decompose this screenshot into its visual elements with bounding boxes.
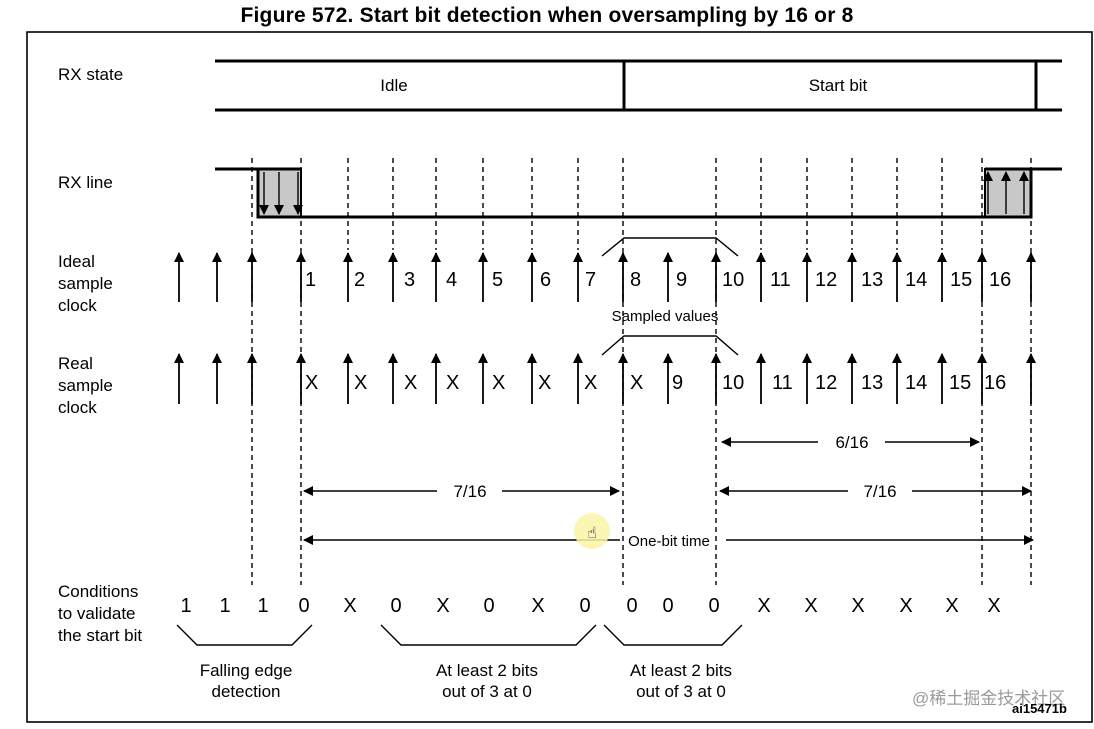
figure-id: ai15471b: [1012, 701, 1067, 716]
real-sample-label: 16: [984, 372, 1006, 394]
first-majority-brace: At least 2 bits out of 3 at 0: [380, 624, 597, 701]
conditions-label-3: the start bit: [58, 626, 142, 645]
real-sample-label: 11: [772, 372, 793, 394]
real-clock-label-2: sample: [58, 376, 113, 395]
real-sample-label: X: [584, 372, 597, 394]
measurement-7-16-right: 7/16: [719, 482, 1032, 501]
falling-edge-label-1: Falling edge: [200, 661, 293, 680]
ideal-clock-label-3: clock: [58, 296, 97, 315]
condition-value: X: [804, 595, 817, 617]
condition-value: X: [851, 595, 864, 617]
real-sample-label: 9: [672, 372, 683, 394]
one-bit-time-label: One-bit time: [628, 533, 710, 550]
ideal-sample-label: 8: [630, 269, 641, 291]
mouse-cursor-highlight: ☝: [574, 513, 610, 549]
second-majority-label-2: out of 3 at 0: [636, 682, 726, 701]
ideal-sample-label: 5: [492, 269, 503, 291]
condition-value: X: [757, 595, 770, 617]
ideal-sample-label: 14: [905, 269, 927, 291]
ideal-sample-label: 4: [446, 269, 457, 291]
seven-sixteenths-left-label: 7/16: [453, 482, 486, 501]
measurement-7-16-left: 7/16: [303, 482, 620, 501]
real-sample-label: X: [630, 372, 643, 394]
condition-value: X: [945, 595, 958, 617]
ideal-sample-label: 11: [770, 269, 791, 291]
condition-value: 0: [579, 595, 590, 617]
real-sample-label: X: [538, 372, 551, 394]
conditions-label-1: Conditions: [58, 582, 138, 601]
condition-value: 0: [708, 595, 719, 617]
real-sample-label: 13: [861, 372, 883, 394]
measurement-6-16: 6/16: [721, 433, 980, 452]
real-sample-labels: X X X X X X X X 9 10 11 12 13 14 15 16: [305, 372, 1006, 394]
sampled-values-label: Sampled values: [612, 308, 719, 325]
conditions-label-2: to validate: [58, 604, 136, 623]
sampled-values-bracket: Sampled values: [601, 237, 739, 356]
second-majority-label-1: At least 2 bits: [630, 661, 732, 680]
conditions-values: 1 1 1 0 X 0 X 0 X 0 0 0 0 X X X X X X: [180, 595, 1000, 617]
ideal-sample-label: 16: [989, 269, 1011, 291]
second-majority-brace: At least 2 bits out of 3 at 0: [603, 624, 743, 701]
condition-value: 1: [180, 595, 191, 617]
rx-state-bus: Idle Start bit: [215, 59, 1062, 112]
first-majority-label-1: At least 2 bits: [436, 661, 538, 680]
condition-value: 0: [626, 595, 637, 617]
rx-line-waveform: [215, 167, 1062, 219]
condition-value: X: [343, 595, 356, 617]
condition-value: X: [899, 595, 912, 617]
ideal-clock-label-2: sample: [58, 274, 113, 293]
first-majority-label-2: out of 3 at 0: [442, 682, 532, 701]
condition-value: X: [987, 595, 1000, 617]
real-sample-label: X: [354, 372, 367, 394]
rx-line-label: RX line: [58, 173, 113, 192]
condition-value: 0: [483, 595, 494, 617]
condition-value: 0: [390, 595, 401, 617]
real-clock-label-3: clock: [58, 398, 97, 417]
ideal-sample-label: 3: [404, 269, 415, 291]
ideal-sample-label: 9: [676, 269, 687, 291]
real-sample-label: 15: [949, 372, 971, 394]
ideal-sample-label: 10: [722, 269, 744, 291]
ideal-sample-label: 15: [950, 269, 972, 291]
ideal-sample-labels: 1 2 3 4 5 6 7 8 9 10 11 12 13 14 15 16: [305, 269, 1011, 291]
real-sample-label: 10: [722, 372, 744, 394]
ideal-sample-label: 1: [305, 269, 316, 291]
seven-sixteenths-right-label: 7/16: [863, 482, 896, 501]
real-sample-label: 12: [815, 372, 837, 394]
figure-title: Figure 572. Start bit detection when ove…: [240, 4, 854, 27]
real-clock-label-1: Real: [58, 354, 93, 373]
real-sample-label: X: [305, 372, 318, 394]
ideal-sample-label: 12: [815, 269, 837, 291]
ideal-sample-label: 13: [861, 269, 883, 291]
falling-edge-label-2: detection: [212, 682, 281, 701]
six-sixteenths-label: 6/16: [835, 433, 868, 452]
real-sample-clock-arrows: [174, 353, 1036, 404]
real-sample-label: X: [404, 372, 417, 394]
idle-state-label: Idle: [380, 76, 407, 95]
dashed-guides: [251, 158, 1032, 585]
condition-value: X: [531, 595, 544, 617]
ideal-sample-clock-arrows: [174, 252, 1036, 302]
real-sample-label: X: [492, 372, 505, 394]
falling-edge-brace: Falling edge detection: [176, 624, 313, 701]
real-sample-label: X: [446, 372, 459, 394]
ideal-sample-label: 7: [585, 269, 596, 291]
condition-value: 0: [662, 595, 673, 617]
condition-value: 1: [257, 595, 268, 617]
condition-value: 1: [219, 595, 230, 617]
figure-frame: [26, 31, 1093, 723]
watermark: @稀土掘金技术社区: [912, 689, 1065, 708]
real-sample-label: 14: [905, 372, 927, 394]
condition-value: 0: [298, 595, 309, 617]
measurement-one-bit-time: One-bit time: [303, 533, 1034, 550]
ideal-sample-label: 2: [354, 269, 365, 291]
hand-cursor-icon: ☝: [587, 525, 597, 542]
ideal-sample-label: 6: [540, 269, 551, 291]
rx-state-label: RX state: [58, 65, 123, 84]
start-bit-state-label: Start bit: [809, 76, 868, 95]
condition-value: X: [436, 595, 449, 617]
ideal-clock-label-1: Ideal: [58, 252, 95, 271]
